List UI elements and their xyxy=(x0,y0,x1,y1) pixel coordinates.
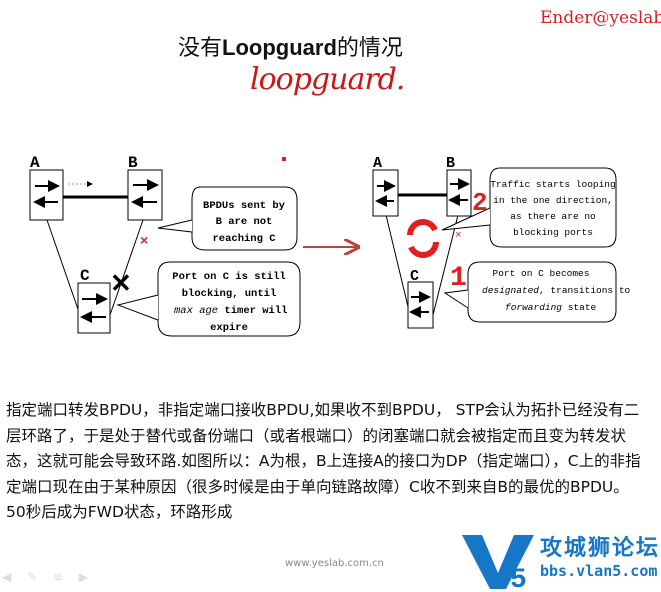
title-prefix: 没有 xyxy=(178,36,223,61)
watermark: Ender@yeslab xyxy=(540,8,661,28)
switch-c-icon xyxy=(77,282,111,334)
switch-b-label: B xyxy=(446,155,455,172)
body-paragraph: 指定端口转发BPDU，非指定端口接收BPDU,如果收不到BPDU， STP会认为… xyxy=(6,401,641,521)
handwritten-annotation: loopguard. xyxy=(250,62,405,97)
switch-a-icon xyxy=(29,169,64,221)
logo-url: bbs.vlan5.com xyxy=(540,562,658,580)
switch-b-label: B xyxy=(128,154,138,172)
slide-title: 没有Loopguard的情况 xyxy=(178,30,403,62)
switch-a-icon xyxy=(372,169,399,217)
switch-b-icon xyxy=(127,169,163,221)
step-2-label: 2 xyxy=(472,188,488,218)
footer-url: www.yeslab.com.cn xyxy=(285,558,384,569)
title-bold: Loopguard xyxy=(222,35,337,60)
loop-icon xyxy=(407,219,439,258)
switch-a-label: A xyxy=(30,154,40,172)
red-x-icon: × xyxy=(455,230,462,242)
red-dot xyxy=(282,157,286,161)
blocked-x-icon: ✕ xyxy=(110,270,132,300)
logo-title: 攻城狮论坛 xyxy=(540,536,661,561)
v5-logo-icon: 5 xyxy=(462,535,534,591)
switch-b-icon xyxy=(446,169,472,217)
switch-c-label: C xyxy=(410,268,419,285)
slide-nav-controls[interactable]: ◀ ✎ ≡ ▶ xyxy=(2,570,95,584)
red-x-icon: × xyxy=(140,234,148,250)
switch-c-icon xyxy=(407,281,434,329)
step-1-label: 1 xyxy=(450,263,467,294)
switch-a-label: A xyxy=(373,155,382,172)
switch-c-label: C xyxy=(80,267,90,285)
title-suffix: 的情况 xyxy=(336,36,403,61)
svg-text:5: 5 xyxy=(510,565,527,591)
